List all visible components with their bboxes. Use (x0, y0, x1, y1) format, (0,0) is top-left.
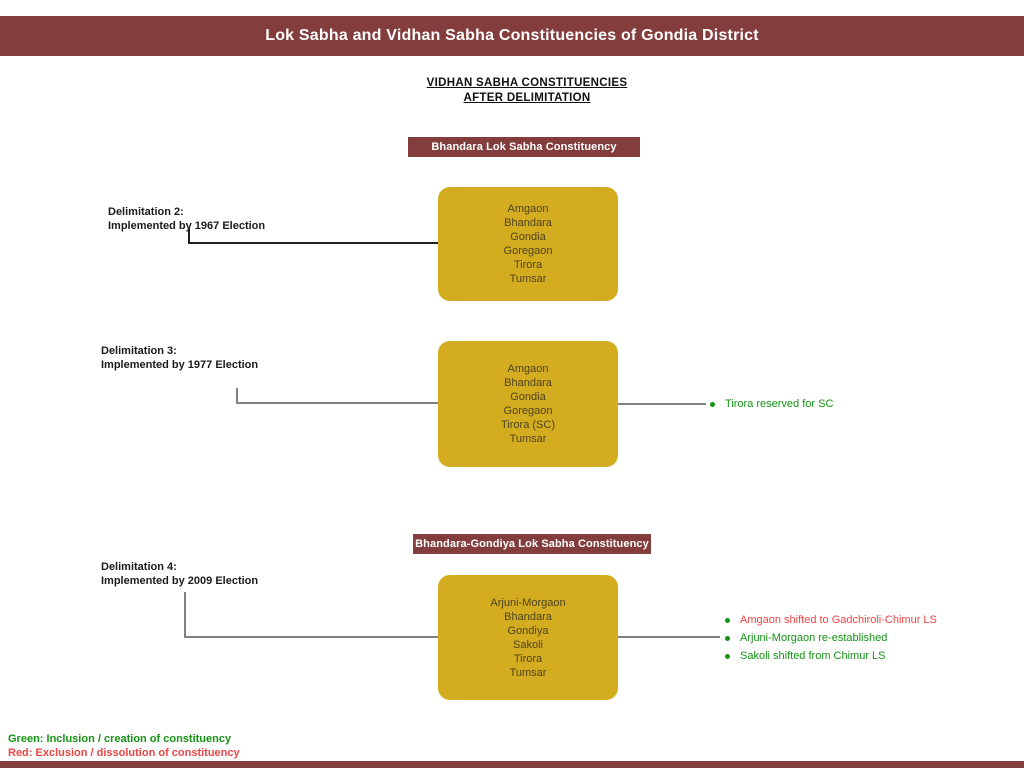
constituency-item: Gondia (510, 231, 546, 243)
constituency-item: Tirora (513, 652, 543, 665)
note-sakoli-shifted: Sakoli shifted from Chimur LS (725, 647, 886, 665)
connector-note3-horizontal (618, 403, 706, 405)
constituency-box-2009: Arjuni-Morgaon Bhandara Gondiya Sakoli T… (438, 575, 618, 700)
constituency-item: Gondiya (507, 624, 549, 637)
constituency-item: Bhandara (504, 217, 552, 229)
note-text: Amgaon shifted to Gadchiroli-Chimur LS (740, 614, 937, 626)
constituency-item: Tumsar (509, 273, 547, 285)
constituency-item: Goregaon (503, 405, 553, 417)
delimitation-title: Delimitation 3: (101, 345, 177, 357)
connector-delim4-horizontal (184, 636, 438, 638)
delimitation-4-label: Delimitation 4: Implemented by 2009 Elec… (101, 560, 258, 588)
constituency-item: Goregaon (503, 245, 553, 257)
subtitle-line-2: AFTER DELIMITATION (463, 92, 591, 104)
constituency-item: Tirora (513, 259, 543, 271)
delimitation-detail: Implemented by 1967 Election (108, 220, 266, 232)
delimitation-3-label: Delimitation 3: Implemented by 1977 Elec… (101, 344, 258, 372)
diagram-subtitle: VIDHAN SABHA CONSTITUENCIES AFTER DELIMI… (377, 76, 677, 106)
color-legend: Green: Inclusion / creation of constitue… (8, 732, 240, 760)
connector-delim3-horizontal (236, 402, 438, 404)
lok-sabha-label-bhandara-gondiya: Bhandara-Gondiya Lok Sabha Constituency (413, 534, 651, 554)
lok-sabha-label-text: Bhandara Lok Sabha Constituency (431, 141, 617, 153)
constituency-item: Tirora (SC) (501, 419, 555, 431)
note-text: Sakoli shifted from Chimur LS (740, 650, 886, 662)
constituency-box-1977: Amgaon Bhandara Gondia Goregaon Tirora (… (438, 341, 618, 467)
connector-delim2-vertical (188, 228, 190, 243)
note-text: Tirora reserved for SC (725, 398, 834, 410)
constituency-item: Amgaon (507, 203, 549, 215)
constituency-item: Sakoli (513, 638, 543, 651)
legend-green: Green: Inclusion / creation of constitue… (8, 733, 232, 745)
note-arjuni-reestablished: Arjuni-Morgaon re-established (725, 629, 887, 647)
footer-bar (0, 761, 1024, 768)
constituency-item: Gondia (510, 391, 546, 403)
constituency-box-1967: Amgaon Bhandara Gondia Goregaon Tirora T… (438, 187, 618, 301)
delimitation-2-label: Delimitation 2: Implemented by 1967 Elec… (108, 205, 265, 233)
constituency-item: Arjuni-Morgaon (490, 596, 566, 609)
connector-delim4-vertical (184, 592, 186, 637)
subtitle-line-1: VIDHAN SABHA CONSTITUENCIES (426, 77, 628, 89)
bullet-icon (710, 401, 715, 407)
title-bar: Lok Sabha and Vidhan Sabha Constituencie… (0, 16, 1024, 56)
note-text: Arjuni-Morgaon re-established (740, 632, 888, 644)
bullet-icon (725, 653, 730, 659)
lok-sabha-label-text: Bhandara-Gondiya Lok Sabha Constituency (415, 538, 649, 550)
bullet-icon (725, 635, 730, 641)
note-tirora-sc: Tirora reserved for SC (710, 395, 833, 413)
connector-note4-horizontal (618, 636, 720, 638)
constituency-item: Bhandara (504, 377, 552, 389)
delimitation-detail: Implemented by 1977 Election (101, 359, 259, 371)
constituency-item: Bhandara (504, 610, 552, 623)
legend-red: Red: Exclusion / dissolution of constitu… (8, 747, 240, 759)
note-amgaon-shifted: Amgaon shifted to Gadchiroli-Chimur LS (725, 611, 937, 629)
delimitation-detail: Implemented by 2009 Election (101, 575, 259, 587)
delimitation-title: Delimitation 4: (101, 561, 177, 573)
connector-delim2-horizontal (188, 242, 438, 244)
constituency-item: Amgaon (507, 363, 549, 375)
constituency-item: Tumsar (509, 433, 547, 445)
constituency-item: Tumsar (509, 666, 547, 679)
lok-sabha-label-bhandara: Bhandara Lok Sabha Constituency (408, 137, 640, 157)
bullet-icon (725, 617, 730, 623)
delimitation-title: Delimitation 2: (108, 206, 184, 218)
page-title: Lok Sabha and Vidhan Sabha Constituencie… (265, 27, 759, 44)
connector-delim3-vertical (236, 388, 238, 403)
